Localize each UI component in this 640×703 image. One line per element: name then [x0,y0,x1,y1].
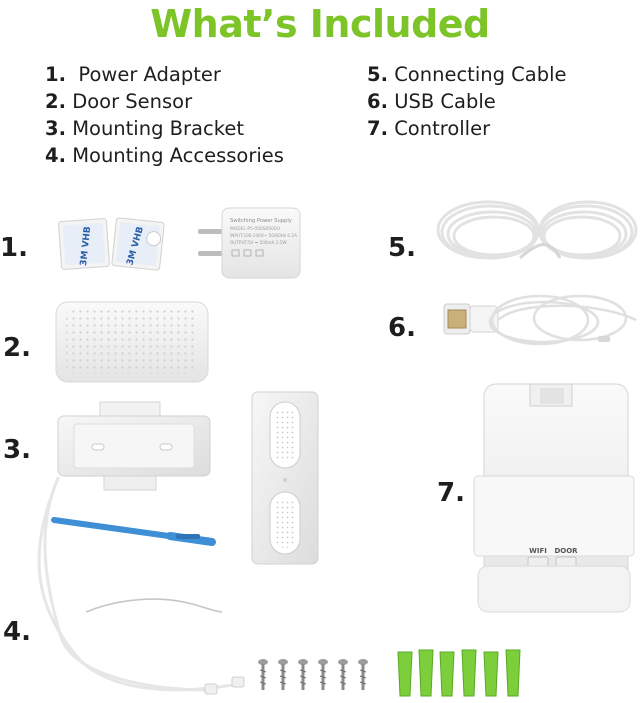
screws [258,659,368,690]
items-list-left: 1. Power Adapter 2. Door Sensor 3. Mount… [45,61,284,169]
wall-anchor [461,649,477,697]
wall-anchor [505,649,521,697]
item-label: USB Cable [394,90,496,113]
adapter-label-line4: OUTPUT:5V ⎓ 500mA 2.5W [230,240,287,245]
controller-wifi-label: WIFI [529,547,547,555]
wall-anchor [418,649,434,697]
photo-label-3: 3. [3,435,31,465]
photo-label-1: 1. [0,233,28,263]
pry-tool [51,517,216,546]
photo-label-7: 7. [437,478,465,508]
power-adapter: Switching Power Supply MODEL:P5-050S0500… [198,207,301,279]
item-number: 3. [45,117,66,140]
list-item: 7. Controller [367,115,567,142]
item-number: 7. [367,117,388,140]
photo-label-5: 5. [388,233,416,263]
zip-ties [37,476,245,695]
screw [358,659,368,690]
adhesive-strip-left: 3M VHB [58,218,110,270]
wall-anchor [397,651,413,697]
items-list-right: 5. Connecting Cable 6. USB Cable 7. Cont… [367,61,567,142]
list-item: 4. Mounting Accessories [45,142,284,169]
item-label: Power Adapter [78,63,221,86]
screw [338,659,348,690]
adhesive-strip-right: 3M VHB [111,217,165,271]
list-item: 2. Door Sensor [45,88,284,115]
item-number: 6. [367,90,388,113]
photo-label-6: 6. [388,313,416,343]
wall-anchor [483,651,499,697]
item-label: Connecting Cable [394,63,567,86]
usb-cable [443,294,637,346]
screw [298,659,308,690]
wire-strip [85,598,223,613]
item-number: 5. [367,63,388,86]
list-item: 5. Connecting Cable [367,61,567,88]
list-item: 3. Mounting Bracket [45,115,284,142]
screw [278,659,288,690]
item-label: Controller [394,117,491,140]
screw [258,659,268,690]
item-label: Mounting Accessories [72,144,284,167]
door-sensor [55,301,209,383]
wall-anchor [439,651,455,697]
page-title: What’s Included [150,2,490,46]
photo-label-4: 4. [3,617,31,647]
svg-text:3M VHB: 3M VHB [79,226,93,267]
controller: WIFI DOOR [473,383,635,613]
list-item: 6. USB Cable [367,88,567,115]
adapter-label-line2: MODEL:P5-050S0500U [230,226,280,232]
list-item: 1. Power Adapter [45,61,284,88]
item-number: 4. [45,144,66,167]
item-label: Door Sensor [72,90,193,113]
mounting-bracket [57,401,211,491]
connecting-cable [436,200,638,260]
screw [318,659,328,690]
adapter-label-line3: INPUT:100-240V~ 50/60Hz 0.2A [230,233,297,238]
item-label: Mounting Bracket [72,117,244,140]
adapter-label-line1: Switching Power Supply [230,218,292,224]
photo-label-2: 2. [3,333,31,363]
mounting-plate [251,391,319,565]
item-number: 1. [45,63,66,86]
wall-anchors [397,649,521,697]
item-number: 2. [45,90,66,113]
controller-door-label: DOOR [554,547,578,555]
